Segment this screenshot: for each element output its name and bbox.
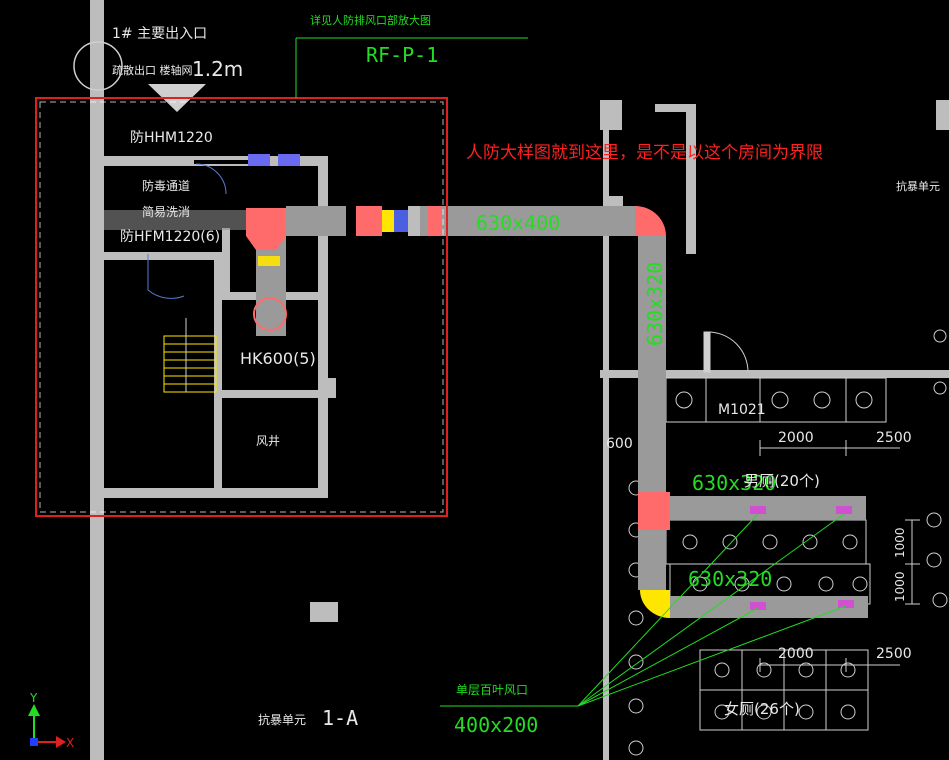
- dim-1000b: 1000: [893, 571, 907, 602]
- text-labels: 1# 主要出入口 疏散出口 楼轴网 1.2m 详见人防排风口部放大图 RF-P-…: [29, 13, 940, 750]
- shaft-label: 风井: [256, 434, 280, 448]
- duct-v-label: 630x320: [643, 262, 667, 346]
- duct-b1-label: 630x320: [692, 471, 776, 495]
- toilet-grid: [628, 329, 948, 756]
- annotation-text: 人防大样图就到这里，是不是以这个房间为界限: [466, 143, 823, 163]
- louver-label: 单层百叶风口: [456, 683, 528, 697]
- leader-lines: [295, 37, 847, 707]
- dim-2500a: 2500: [876, 430, 912, 446]
- louver-size-label: 400x200: [454, 713, 538, 737]
- door-hhm-label: 防HHM1220: [130, 130, 213, 146]
- axis-x-label: X: [66, 736, 74, 750]
- male-toilet-label: 男厕(20个): [744, 472, 820, 490]
- ucs-axis-icon: [28, 704, 66, 748]
- stair: [163, 318, 217, 393]
- female-toilet-label: 女厕(26个): [724, 700, 800, 718]
- unit-code-label: 1-A: [322, 706, 358, 730]
- entrance-label: 1# 主要出入口: [112, 26, 207, 42]
- decon-label: 简易洗消: [142, 205, 190, 219]
- ductwork: [104, 154, 868, 618]
- axis-y-label: Y: [29, 691, 38, 705]
- duct-b2-label: 630x320: [688, 567, 772, 591]
- wall-structure: [90, 0, 949, 760]
- unit-bottom-label: 抗暴单元: [258, 712, 306, 727]
- door-hfm-label: 防HFM1220(6): [120, 229, 220, 245]
- elevation-label: 1.2m: [192, 57, 243, 81]
- duct-h-label: 630x400: [476, 211, 560, 235]
- dim-2000a: 2000: [778, 430, 814, 446]
- civil-defense-boundary: [39, 101, 444, 513]
- ref-code-label: RF-P-1: [366, 43, 438, 67]
- unit-right-label: 抗暴单元: [896, 179, 940, 193]
- grid-column-circle: [73, 41, 123, 91]
- ref-note-label: 详见人防排风口部放大图: [310, 13, 431, 27]
- door-m-label: M1021: [718, 402, 766, 418]
- door-swings: [147, 163, 227, 299]
- dim-2000b: 2000: [778, 646, 814, 662]
- entrance-sub-label: 疏散出口 楼轴网: [112, 63, 193, 77]
- dim-1000a: 1000: [893, 527, 907, 558]
- hk-label: HK600(5): [240, 349, 316, 368]
- dim-2500b: 2500: [876, 646, 912, 662]
- highlight-box[interactable]: [35, 97, 448, 517]
- dim-600: 600: [606, 436, 633, 452]
- gas-passage-label: 防毒通道: [142, 178, 190, 193]
- dimension-lines: [759, 440, 920, 672]
